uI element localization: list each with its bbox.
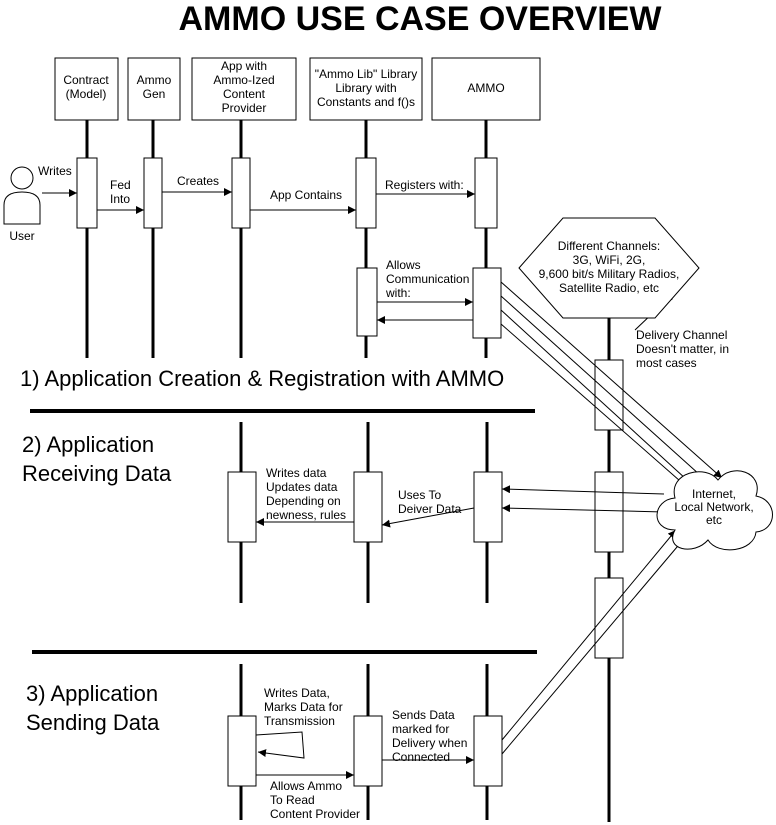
- label-allows-line-1: Allows: [386, 258, 421, 272]
- arrow-ammo-to-network-4: [500, 323, 689, 489]
- activation-lib-2: [356, 267, 378, 337]
- label-registers-with: Registers with:: [385, 178, 464, 192]
- arrow-send-to-network-2: [501, 533, 689, 755]
- activation-channel-3: [594, 577, 624, 659]
- label-fed-into-line-1: Fed: [110, 178, 131, 192]
- activation-ammo-1: [474, 157, 498, 229]
- participant-ammo-lib-line-2: Library with: [335, 81, 396, 95]
- section-2-heading-line-1: 2) Application: [22, 432, 154, 457]
- activation-channel-2: [594, 471, 624, 553]
- activation-ammo-2: [472, 267, 502, 339]
- label-writes-data-line-1: Writes data: [266, 466, 327, 480]
- messages: [42, 188, 723, 779]
- participant-ammo-lib-line-3: Constants and f()s: [317, 95, 415, 109]
- activation-ammo-send: [473, 715, 503, 787]
- user-label: User: [9, 229, 34, 243]
- delivery-channel-note: Delivery Channel Doesn't matter, in most…: [636, 328, 729, 370]
- arrow-network-to-ammo-2: [501, 504, 665, 513]
- label-uses-to-line-2: Deiver Data: [398, 502, 462, 516]
- label-allows-ammo-line-3: Content Provider: [270, 807, 360, 821]
- channels-line-3: 9,600 bit/s Military Radios,: [539, 267, 680, 281]
- label-writes-marks-line-2: Marks Data for: [264, 700, 343, 714]
- label-sends-data-line-1: Sends Data: [392, 708, 455, 722]
- participant-ammo-gen: Ammo Gen: [127, 57, 181, 121]
- label-writes-marks-line-3: Transmission: [264, 714, 335, 728]
- section-2-heading-line-2: Receiving Data: [22, 461, 172, 486]
- delivery-note-line-3: most cases: [636, 356, 697, 370]
- participant-ammo-lib: "Ammo Lib" Library Library with Constant…: [309, 57, 423, 121]
- label-sends-data-line-4: Connected: [392, 750, 450, 764]
- label-fed-into-line-2: Into: [110, 192, 130, 206]
- activation-ammo-gen: [143, 157, 163, 229]
- section-1-heading: 1) Application Creation & Registration w…: [20, 366, 504, 391]
- label-allows-ammo-line-2: To Read: [270, 793, 315, 807]
- section-3-heading-line-2: Sending Data: [26, 710, 160, 735]
- arrow-uses-to-deliver: [381, 507, 475, 528]
- activation-app-receive: [227, 471, 257, 543]
- participant-ammo: AMMO: [431, 57, 541, 121]
- activation-lib-1: [355, 157, 377, 229]
- participant-app-line-2: Ammo-Ized: [213, 73, 274, 87]
- channels-line-4: Satellite Radio, etc: [559, 281, 659, 295]
- label-app-contains: App Contains: [270, 188, 342, 202]
- participant-app-line-1: App with: [221, 59, 267, 73]
- arrow-network-to-ammo-1: [501, 485, 665, 495]
- diagram-title: AMMO USE CASE OVERVIEW: [179, 0, 663, 38]
- network-cloud: Internet, Local Network, etc: [656, 470, 773, 551]
- label-sends-data-line-3: Delivery when: [392, 736, 467, 750]
- label-allows-line-3: with:: [385, 286, 411, 300]
- arrow-ammo-to-network-3: [500, 309, 699, 491]
- section-3-heading-line-1: 3) Application: [26, 681, 158, 706]
- participant-ammo-gen-line-1: Ammo: [137, 73, 172, 87]
- participant-contract-line-1: Contract: [63, 73, 109, 87]
- activation-contract: [76, 157, 98, 229]
- participant-ammo-lib-line-1: "Ammo Lib" Library: [315, 67, 418, 81]
- delivery-note-line-1: Delivery Channel: [636, 328, 727, 342]
- label-writes: Writes: [38, 164, 72, 178]
- arrow-ammo-to-network-2: [500, 295, 711, 485]
- network-line-1: Internet,: [692, 487, 736, 501]
- participant-ammo-line-1: AMMO: [467, 81, 504, 95]
- channels-line-2: 3G, WiFi, 2G,: [573, 253, 646, 267]
- activation-lib-send: [353, 715, 383, 787]
- arrow-self-mark-transmission: [255, 731, 305, 759]
- label-uses-to-line-1: Uses To: [398, 488, 441, 502]
- label-allows-ammo-line-1: Allows Ammo: [270, 779, 342, 793]
- delivery-note-line-2: Doesn't matter, in: [636, 342, 729, 356]
- user-icon: [3, 166, 41, 225]
- participant-app-line-4: Provider: [222, 101, 267, 115]
- user-actor: User: [3, 166, 41, 243]
- label-allows-line-2: Communication: [386, 272, 469, 286]
- label-sends-data-line-2: marked for: [392, 722, 449, 736]
- activations: [76, 157, 624, 787]
- network-line-3: etc: [706, 513, 722, 527]
- activation-app-send: [227, 715, 257, 787]
- arrow-ammo-to-network-1: [500, 281, 723, 479]
- label-writes-data-line-2: Updates data: [266, 480, 338, 494]
- label-writes-data-line-3: Depending on: [266, 494, 341, 508]
- label-creates: Creates: [177, 174, 219, 188]
- label-writes-marks-line-1: Writes Data,: [264, 686, 330, 700]
- activation-ammo-receive: [473, 471, 503, 543]
- cloud-icon: [656, 470, 773, 551]
- participant-ammo-gen-line-2: Gen: [143, 87, 166, 101]
- channels-hexagon: Different Channels: 3G, WiFi, 2G, 9,600 …: [518, 217, 700, 319]
- arrow-send-to-network-1: [501, 529, 677, 741]
- activation-channel-1: [594, 359, 624, 431]
- label-writes-data-line-4: newness, rules: [266, 508, 346, 522]
- participant-app-line-3: Content: [223, 87, 266, 101]
- channels-line-1: Different Channels:: [558, 239, 661, 253]
- participant-app-with-content-provider: App with Ammo-Ized Content Provider: [191, 57, 297, 121]
- network-line-2: Local Network,: [674, 500, 753, 514]
- activation-app-1: [231, 157, 251, 229]
- participant-contract-line-2: (Model): [66, 87, 107, 101]
- activation-lib-receive: [353, 471, 383, 543]
- participant-contract: Contract (Model): [54, 57, 119, 121]
